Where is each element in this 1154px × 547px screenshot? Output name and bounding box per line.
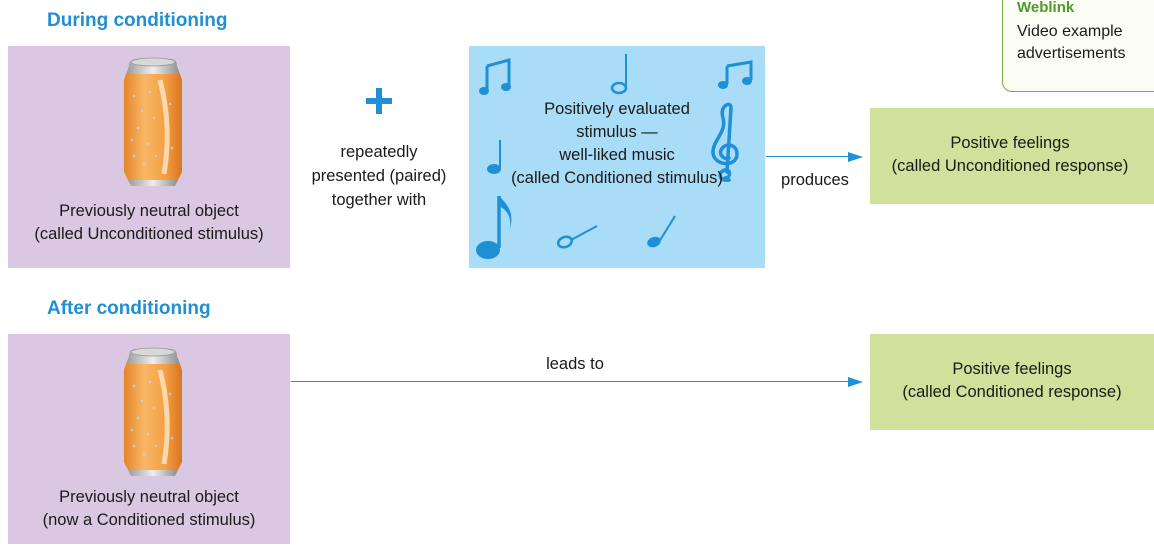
unconditioned-response-line1: Positive feelings	[950, 134, 1070, 152]
leads-to-arrowhead	[848, 377, 863, 387]
music-stimulus-label: Positively evaluated stimulus — well-lik…	[469, 98, 765, 190]
connector-line2: presented (paired)	[311, 167, 447, 185]
tilted-note-icon	[556, 225, 598, 249]
large-eighth-note-icon	[476, 196, 512, 259]
connector-line1: repeatedly	[340, 143, 418, 161]
half-note-icon	[610, 54, 628, 95]
soda-can-icon	[124, 57, 182, 186]
produces-arrowhead	[848, 152, 863, 162]
unconditioned-response-line2: (called Unconditioned response)	[891, 157, 1129, 175]
music-stimulus-line2: stimulus —	[576, 123, 658, 141]
weblink-panel[interactable]: Weblink Video example advertisements	[1002, 0, 1154, 92]
leads-to-arrow	[291, 381, 850, 382]
paired-connector-text: repeatedly presented (paired) together w…	[299, 140, 459, 212]
soda-can-icon	[124, 347, 182, 476]
quarter-note-icon	[487, 140, 501, 174]
beamed-notes-icon	[479, 58, 511, 95]
conditioned-response-line2: (called Conditioned response)	[902, 383, 1122, 401]
leads-to-label: leads to	[546, 355, 604, 373]
conditioned-response-label: Positive feelings (called Conditioned re…	[864, 358, 1154, 404]
weblink-description: Video example advertisements	[1017, 21, 1126, 65]
neutral-object-label-line1: Previously neutral object	[59, 202, 239, 220]
music-stimulus-line4: (called Conditioned stimulus)	[511, 169, 723, 187]
music-stimulus-line1: Positively evaluated	[544, 100, 690, 118]
weblink-line2: advertisements	[1017, 45, 1126, 62]
neutral-object-label-line2: (called Unconditioned stimulus)	[34, 225, 264, 243]
treble-clef-icon	[711, 102, 739, 182]
music-stimulus-line3: well-liked music	[559, 146, 675, 164]
eighth-notes-icon	[718, 60, 753, 89]
conditioned-object-box: Previously neutral object (now a Conditi…	[8, 334, 290, 544]
plus-icon	[366, 88, 392, 114]
music-stimulus-box: Positively evaluated stimulus — well-lik…	[469, 46, 765, 268]
conditioned-object-line2: (now a Conditioned stimulus)	[42, 511, 256, 529]
unconditioned-response-label: Positive feelings (called Unconditioned …	[860, 132, 1154, 178]
weblink-title[interactable]: Weblink	[1017, 0, 1075, 16]
produces-label: produces	[781, 171, 849, 189]
during-conditioning-heading: During conditioning	[47, 10, 228, 31]
slanted-quarter-note-icon	[647, 215, 676, 248]
neutral-object-box: Previously neutral object (called Uncond…	[8, 46, 290, 268]
unconditioned-response-box: Positive feelings (called Unconditioned …	[870, 108, 1154, 204]
conditioned-response-box: Positive feelings (called Conditioned re…	[870, 334, 1154, 430]
conditioned-object-label: Previously neutral object (now a Conditi…	[8, 486, 290, 532]
weblink-line1: Video example	[1017, 23, 1123, 40]
produces-arrow	[766, 156, 850, 157]
neutral-object-label: Previously neutral object (called Uncond…	[8, 200, 290, 246]
connector-line3: together with	[331, 191, 427, 209]
after-conditioning-heading: After conditioning	[47, 298, 211, 319]
conditioned-response-line1: Positive feelings	[952, 360, 1072, 378]
conditioned-object-line1: Previously neutral object	[59, 488, 239, 506]
